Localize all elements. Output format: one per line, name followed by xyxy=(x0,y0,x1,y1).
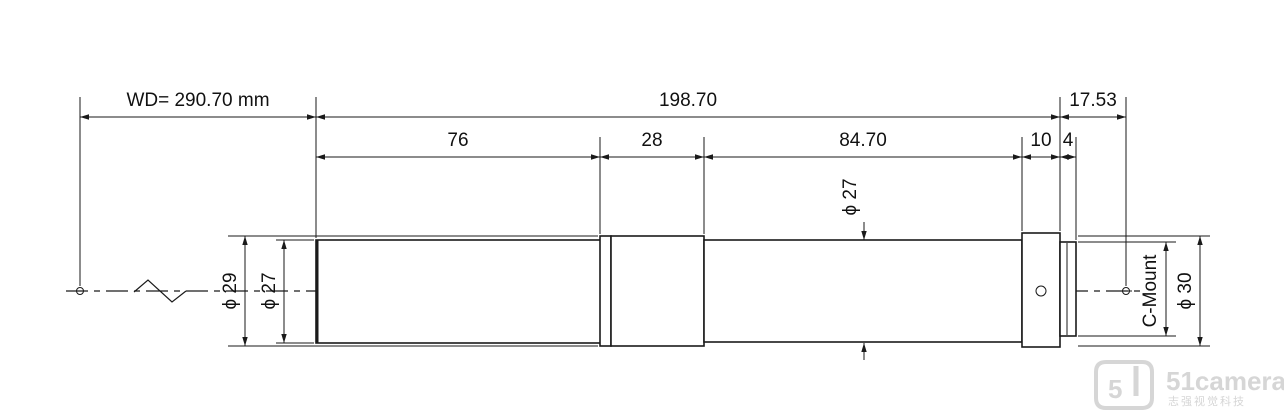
extension-lines xyxy=(79,97,1210,347)
dim-segment-84-70: 84.70 xyxy=(839,130,887,151)
horizontal-dimension-lines xyxy=(80,114,1126,160)
flange-center-marker xyxy=(1035,285,1047,297)
dim-segment-10: 10 xyxy=(1030,130,1051,151)
dim-diameter-29: ϕ 29 xyxy=(220,272,241,309)
image-point-marker xyxy=(1120,287,1132,295)
watermark-logo: 5 51camera 志强视觉科技 xyxy=(1094,360,1284,410)
object-point-marker xyxy=(74,287,86,295)
dim-working-distance: WD= 290.70 mm xyxy=(126,90,269,111)
dim-segment-28: 28 xyxy=(641,130,662,151)
svg-text:5: 5 xyxy=(1108,374,1122,404)
vertical-dimension-lines xyxy=(242,222,1203,360)
dim-diameter-30: ϕ 30 xyxy=(1175,272,1196,309)
dim-overall-length: 198.70 xyxy=(659,90,717,111)
watermark-brand: 51camera xyxy=(1166,366,1284,396)
dim-segment-76: 76 xyxy=(447,130,468,151)
dim-diameter-27-left: ϕ 27 xyxy=(259,272,280,309)
dim-segment-4: 4 xyxy=(1063,130,1074,151)
break-symbol xyxy=(133,279,187,303)
watermark-subtitle: 志强视觉科技 xyxy=(1168,394,1246,408)
lens-body xyxy=(315,232,1077,348)
dim-diameter-27-top: ϕ 27 xyxy=(840,178,861,215)
dim-c-mount: C-Mount xyxy=(1140,254,1161,328)
dim-flange-distance: 17.53 xyxy=(1069,90,1117,111)
